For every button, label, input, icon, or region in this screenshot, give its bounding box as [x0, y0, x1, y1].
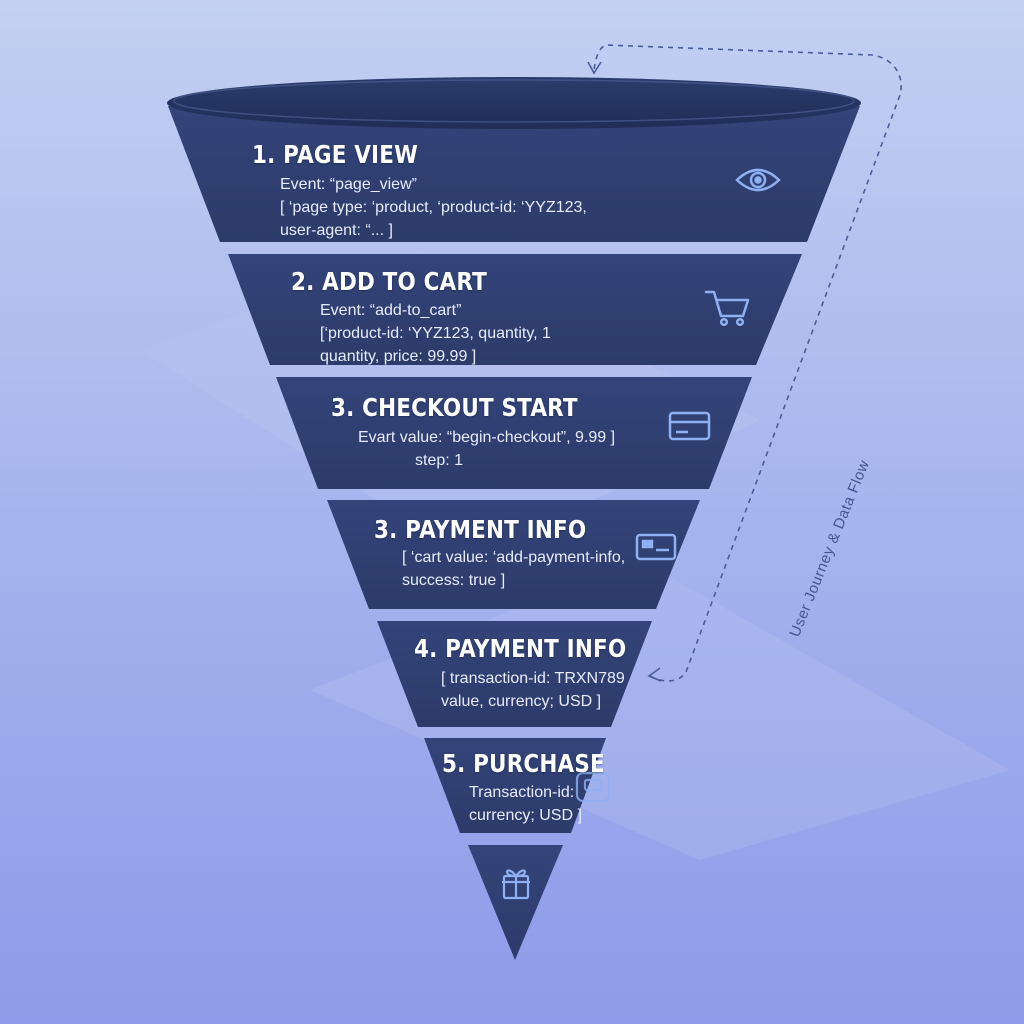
stage-title: 3. CHECKOUT START — [331, 393, 578, 422]
stage-title: 4. PAYMENT INFO — [414, 634, 627, 663]
flow-arrow-line — [593, 44, 902, 682]
stage-detail-line: [ ‘cart value: ‘add-payment-info, — [402, 549, 626, 566]
stage-title: 5. PURCHASE — [442, 749, 605, 778]
payment-card-icon — [635, 533, 677, 561]
stage-detail-line: step: 1 — [415, 452, 464, 469]
funnel-stage-band — [377, 621, 652, 727]
funnel-stage-band — [228, 254, 802, 365]
stage-detail-line: success: true ] — [402, 572, 506, 589]
stage-detail-line: user-agent: “... ] — [280, 222, 393, 239]
funnel-stage-band — [168, 106, 860, 242]
stage-detail-line: Evart value: “begin-checkout”, 9.99 ] — [358, 429, 616, 446]
eye-icon — [735, 168, 781, 192]
stage-detail-line: Transaction-id: — [469, 784, 575, 801]
funnel-stage-band — [276, 377, 752, 489]
cart-icon — [704, 290, 750, 327]
funnel-stage-band — [327, 500, 700, 609]
funnel-rim-highlight — [173, 79, 855, 123]
stage-detail-line: value, currency; USD ] — [441, 693, 602, 710]
stage-detail-line: [ ‘page type: ‘product, ‘product-id: ‘YY… — [280, 199, 587, 216]
funnel-stage-band — [424, 738, 606, 833]
stage-detail-line: Event: “add-to_cart” — [320, 302, 462, 319]
credit-card-icon — [668, 411, 711, 441]
stage-detail-line: quantity, price: 99.99 ] — [320, 348, 477, 365]
flow-arrowhead-bottom — [647, 667, 662, 682]
stage-title: 3. PAYMENT INFO — [374, 515, 587, 544]
stage-detail-line: [ transaction-id: TRXN789 — [441, 670, 625, 687]
stage-title: 2. ADD TO CART — [291, 267, 487, 296]
stage-detail-line: Event: “page_view” — [280, 176, 417, 193]
gift-icon — [502, 869, 530, 900]
stage-detail-line: [‘product-id: ‘YYZ123, quantity, 1 — [320, 325, 551, 342]
receipt-icon — [575, 771, 611, 803]
funnel-tip-band — [468, 845, 563, 960]
flow-arrowhead-top — [587, 61, 602, 75]
stage-detail-line: currency; USD ] — [469, 807, 582, 824]
funnel-rim — [167, 77, 861, 129]
stage-title: 1. PAGE VIEW — [252, 140, 418, 169]
